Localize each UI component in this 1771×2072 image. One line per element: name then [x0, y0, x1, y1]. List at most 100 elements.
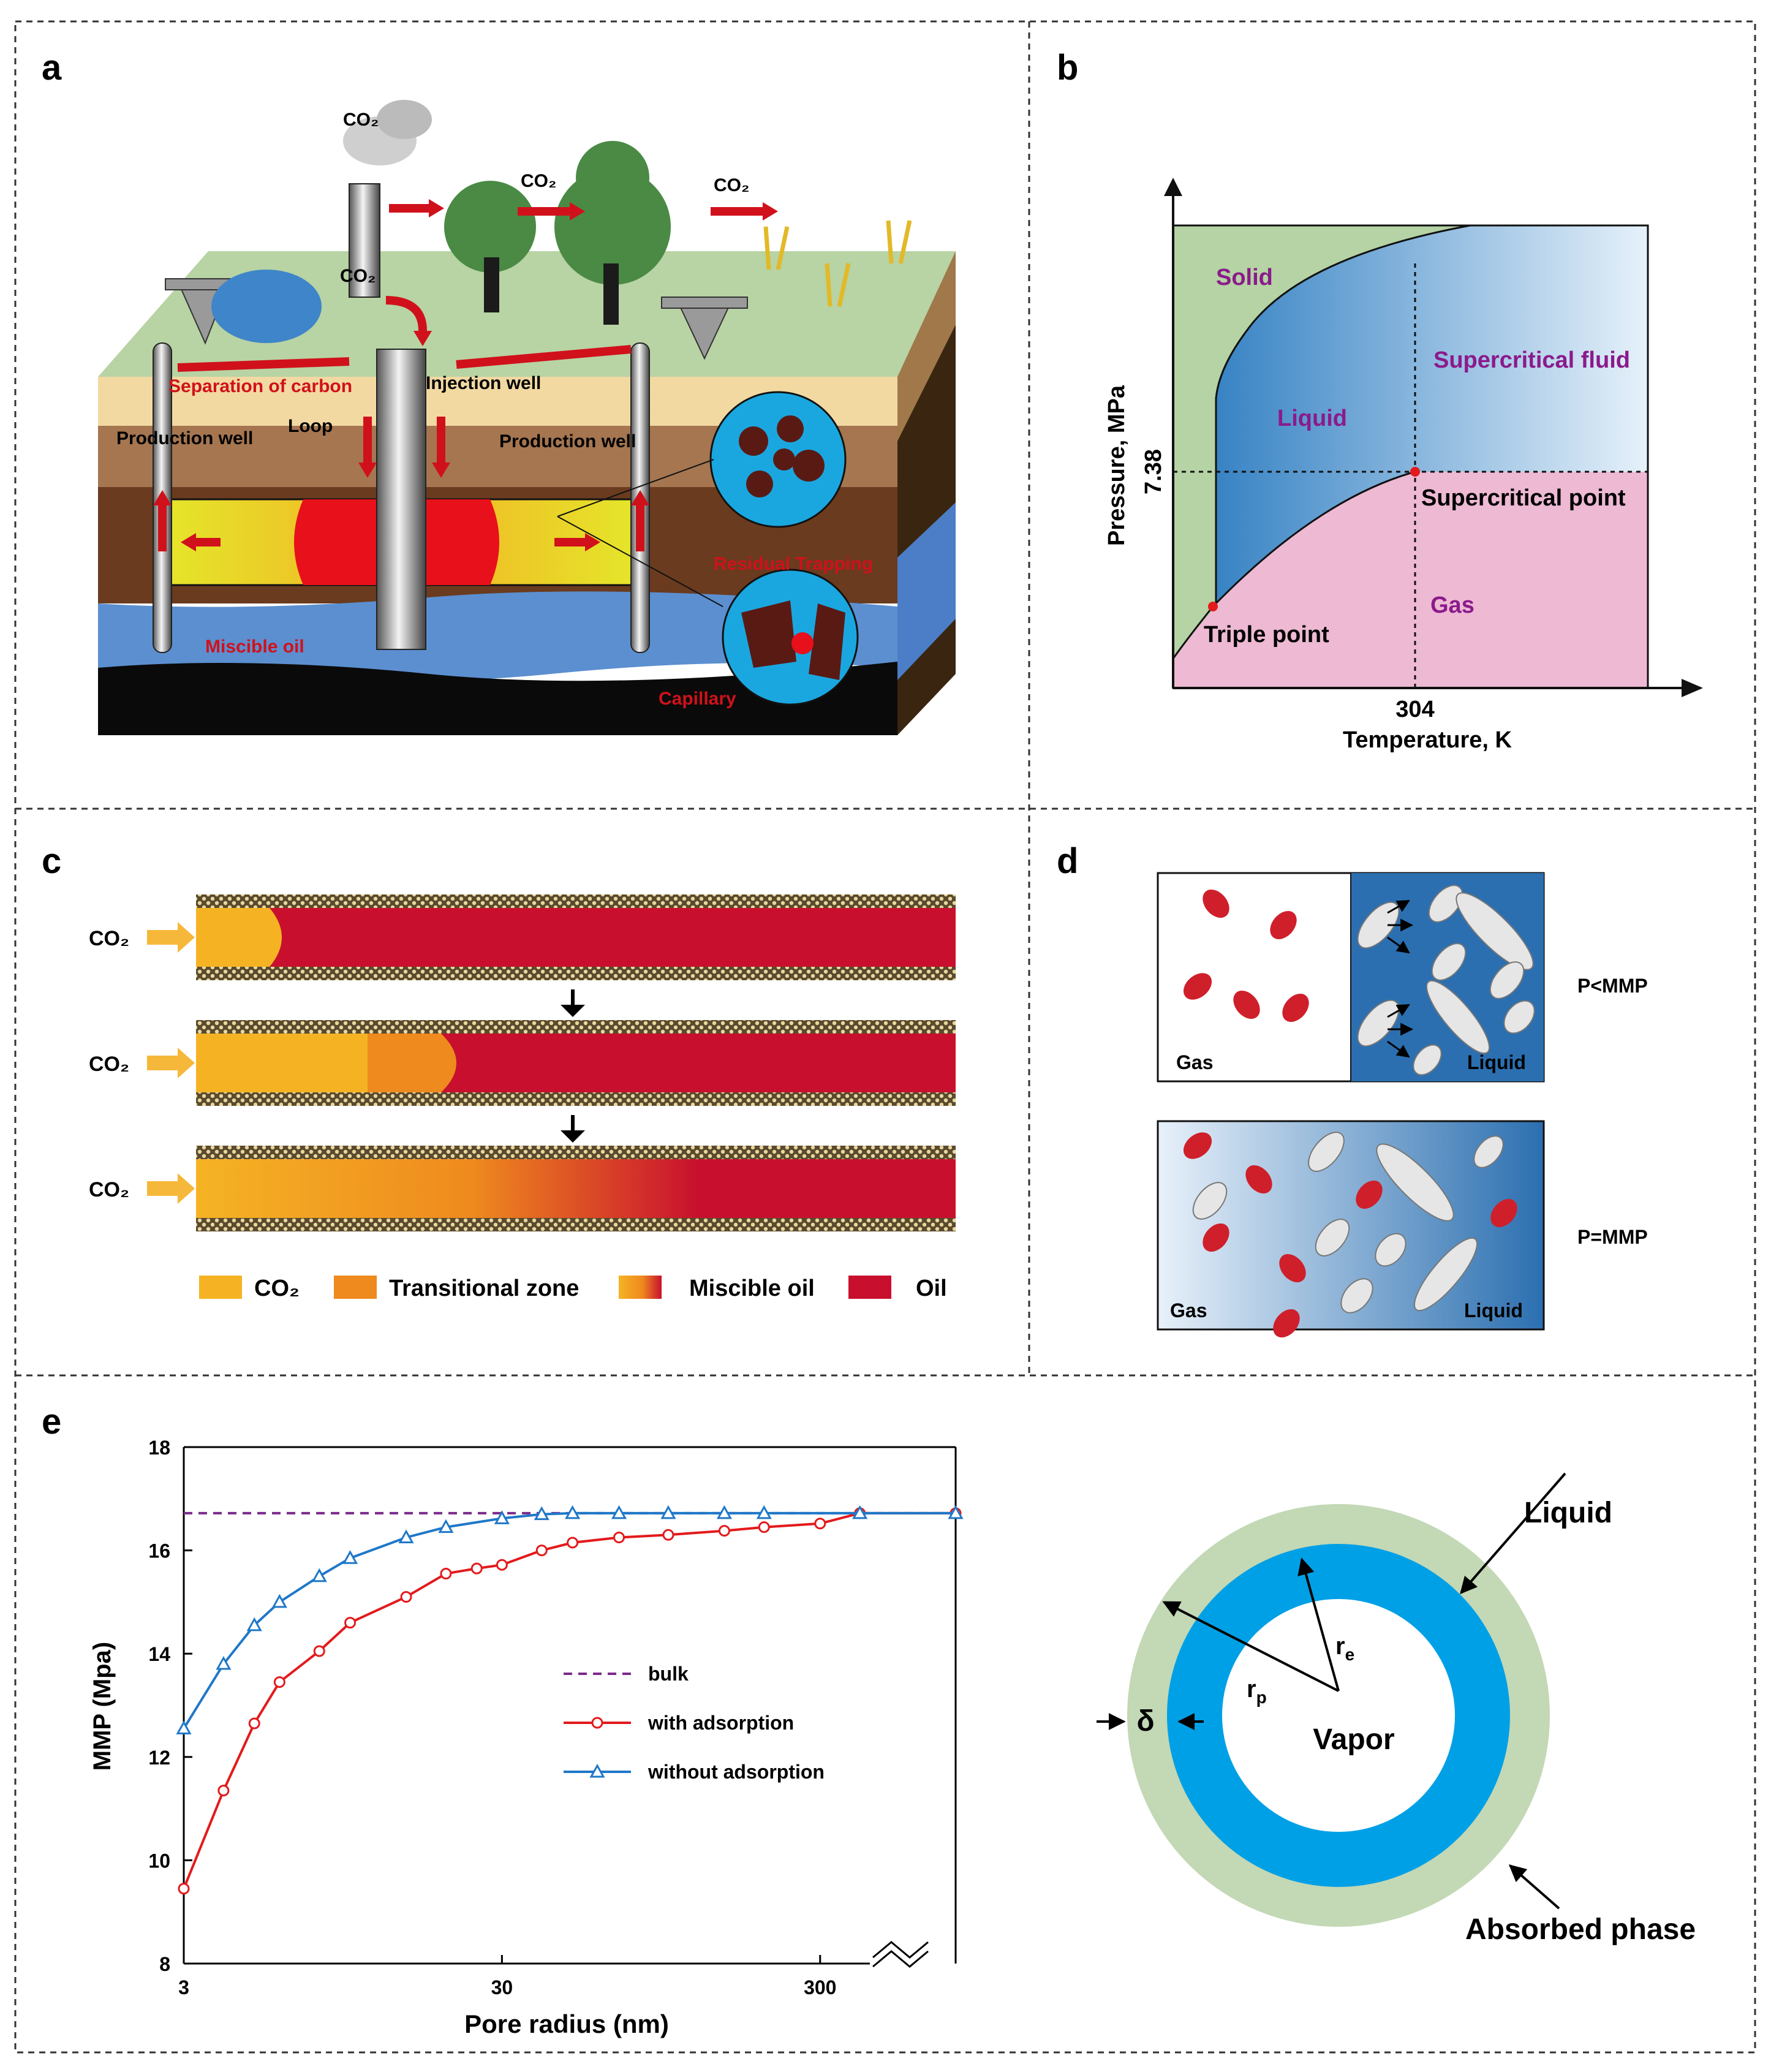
data-point-with-adsorption	[662, 1529, 674, 1541]
data-point-without-adsorption	[852, 1505, 868, 1519]
panel-label-d: d	[1057, 841, 1078, 881]
panel-b-phase-diagram: Solid Liquid Supercritical fluid Gas Sup…	[1104, 178, 1703, 753]
axis-break-mark	[872, 1941, 929, 1959]
data-point-without-adsorption	[438, 1519, 454, 1533]
injection-well	[376, 349, 426, 650]
data-point-without-adsorption	[611, 1505, 627, 1519]
panel-label-e: e	[42, 1402, 61, 1442]
re-label: re	[1335, 1633, 1354, 1664]
rp-label: rp	[1247, 1676, 1267, 1707]
supercritical-point-label: Supercritical point	[1421, 485, 1626, 511]
data-point-with-adsorption	[758, 1521, 770, 1533]
panel-d-top-box: Gas Liquid	[1157, 872, 1545, 1083]
d-bottom-liquid-label: Liquid	[1464, 1299, 1523, 1321]
data-point-without-adsorption	[756, 1505, 772, 1519]
panel-borders	[14, 20, 1756, 2054]
region-liquid: Liquid	[1277, 406, 1347, 431]
data-point-with-adsorption	[613, 1532, 625, 1544]
data-point-with-adsorption	[217, 1785, 230, 1797]
chart-x-axis-title: Pore radius (nm)	[464, 2010, 669, 2038]
data-point-without-adsorption	[716, 1505, 732, 1519]
data-point-without-adsorption	[271, 1594, 287, 1608]
data-point-with-adsorption	[470, 1562, 483, 1575]
delta-label: δ	[1136, 1705, 1154, 1737]
co2-label-4: CO₂	[340, 266, 376, 286]
supercritical-point-marker	[1410, 467, 1420, 477]
d-bottom-gas-label: Gas	[1170, 1299, 1207, 1321]
data-point-with-adsorption	[496, 1559, 508, 1571]
crop-icons	[763, 220, 912, 307]
d-top-liquid-label: Liquid	[1467, 1051, 1526, 1073]
x-tick-label: 300	[804, 1976, 836, 1998]
inlet-label-1: CO₂	[89, 927, 129, 950]
region-gas: Gas	[1430, 592, 1475, 618]
data-point-without-adsorption	[398, 1529, 414, 1544]
chart-plot-area	[176, 1446, 964, 1968]
panel-label-c: c	[42, 841, 61, 881]
absorbed-phase-label: Absorbed phase	[1465, 1913, 1696, 1946]
y-tick-label: 12	[148, 1747, 170, 1769]
injection-well-label: Injection well	[426, 373, 541, 393]
legend-oil: Oil	[916, 1276, 947, 1301]
chart-y-axis-title: MMP (Mpa)	[89, 1642, 116, 1771]
legend-marker	[591, 1717, 603, 1729]
inlet-label-3: CO₂	[89, 1178, 129, 1201]
legend-label: bulk	[648, 1663, 689, 1685]
legend-co2: CO₂	[254, 1276, 300, 1301]
data-point-without-adsorption	[311, 1568, 327, 1582]
y-tick-label: 8	[159, 1953, 170, 1975]
d-bottom-condition: P=MMP	[1577, 1226, 1648, 1248]
legend-label: without adsorption	[648, 1761, 825, 1783]
tree-icons	[444, 141, 671, 325]
chimney	[349, 183, 380, 298]
legend-transitional: Transitional zone	[389, 1276, 579, 1301]
panel-d-miscibility: Gas Liquid P<MMP	[1157, 872, 1648, 1338]
panel-label-b: b	[1057, 48, 1078, 88]
panel-letters: a b c d e	[42, 48, 1078, 1442]
panel-c-flow: CO₂ CO₂ CO₂ CO₂ Transitional zone Miscib…	[89, 894, 956, 1301]
axis-break-mark	[872, 1950, 929, 1968]
data-point-with-adsorption	[718, 1525, 730, 1537]
d-top-condition: P<MMP	[1577, 975, 1648, 997]
panel-label-a: a	[42, 48, 62, 88]
data-point-with-adsorption	[273, 1676, 285, 1688]
inlet-label-2: CO₂	[89, 1053, 129, 1076]
data-point-without-adsorption	[342, 1550, 358, 1564]
data-point-without-adsorption	[246, 1617, 262, 1632]
region-solid: Solid	[1216, 265, 1273, 290]
x-tick-label: 30	[491, 1976, 513, 1998]
y-tick-label: 14	[148, 1643, 170, 1665]
panel-a-illustration: CO₂ CO₂ CO₂ CO₂ Loop Injection well Prod…	[98, 100, 956, 735]
data-point-without-adsorption	[176, 1720, 192, 1734]
series-line-with-adsorption	[183, 1511, 956, 1889]
loop-label: Loop	[288, 416, 333, 436]
legend-marker	[589, 1763, 605, 1778]
production-well-left-label: Production well	[116, 428, 253, 448]
y-tick-738: 7.38	[1141, 449, 1166, 494]
residual-trapping-label: Residual Trapping	[714, 554, 873, 574]
capillary-label: Capillary	[659, 689, 736, 709]
data-point-with-adsorption	[313, 1645, 325, 1657]
co2-label-3: CO₂	[714, 175, 749, 195]
data-point-with-adsorption	[400, 1590, 412, 1603]
data-point-with-adsorption	[814, 1518, 826, 1530]
data-point-without-adsorption	[660, 1505, 676, 1519]
data-point-with-adsorption	[440, 1568, 452, 1580]
y-tick-label: 18	[148, 1437, 170, 1459]
legend-miscible: Miscible oil	[689, 1276, 815, 1301]
x-axis-title: Temperature, K	[1343, 727, 1512, 753]
data-point-with-adsorption	[535, 1545, 548, 1557]
data-point-with-adsorption	[344, 1617, 357, 1629]
y-axis-title: Pressure, MPa	[1104, 385, 1130, 546]
data-point-without-adsorption	[216, 1655, 232, 1670]
data-point-without-adsorption	[565, 1505, 581, 1519]
panel-e-pore-diagram: Vapor Liquid Absorbed phase δ rp re	[1097, 1472, 1696, 1946]
tube-2	[196, 1020, 956, 1106]
x-tick-304: 304	[1395, 697, 1434, 722]
y-tick-label: 16	[148, 1540, 170, 1562]
data-point-without-adsorption	[534, 1506, 549, 1521]
